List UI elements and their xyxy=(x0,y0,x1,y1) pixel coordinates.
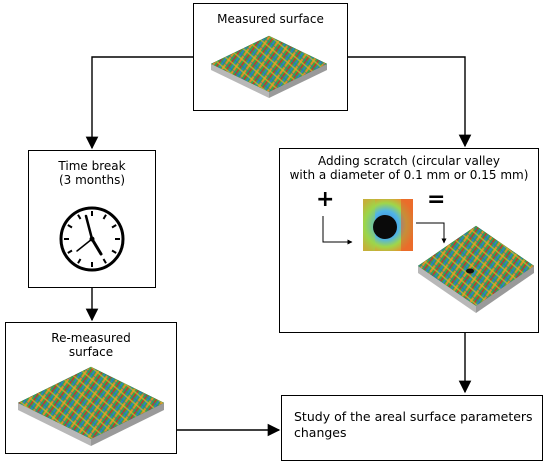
node-study: Study of the areal surface parameters ch… xyxy=(281,395,543,461)
edge-measured-to-time-break xyxy=(85,56,193,150)
scratched-surface-image xyxy=(417,225,535,313)
clock-icon xyxy=(59,206,125,272)
node-remeasured-label: Re-measured surface xyxy=(51,331,131,359)
node-time-break: Time break (3 months) xyxy=(28,150,156,288)
node-measured-label: Measured surface xyxy=(217,12,324,26)
node-adding-scratch: Adding scratch (circular valley with a d… xyxy=(279,148,539,333)
plus-symbol: + xyxy=(316,187,335,212)
node-study-label: Study of the areal surface parameters ch… xyxy=(294,409,533,440)
heatmap-connector-arrow xyxy=(416,222,447,244)
node-scratch-label: Adding scratch (circular valley with a d… xyxy=(289,154,529,182)
node-measured-surface: Measured surface xyxy=(193,3,348,111)
node-remeasured-surface: Re-measured surface xyxy=(5,322,177,454)
equals-symbol: = xyxy=(427,187,446,212)
edge-measured-to-scratch xyxy=(348,56,472,148)
remeasured-surface-image xyxy=(17,366,165,446)
scratch-heatmap-image xyxy=(363,199,413,251)
measured-surface-image xyxy=(210,35,328,98)
plus-connector-arrow xyxy=(322,216,353,245)
node-time-break-label: Time break (3 months) xyxy=(58,159,126,187)
